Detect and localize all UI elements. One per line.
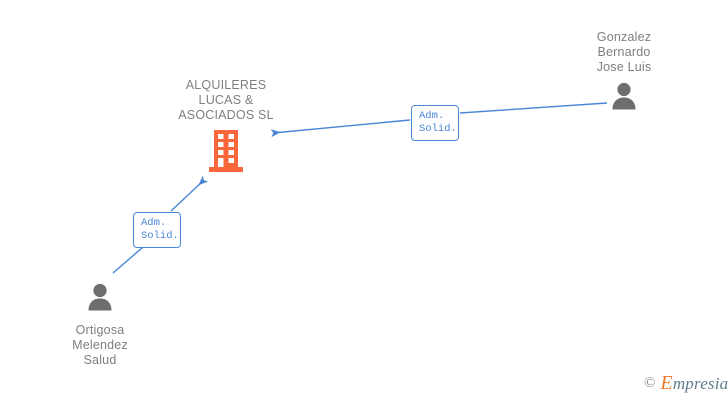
person-name-label-gonzalez: Gonzalez Bernardo Jose Luis: [596, 30, 652, 74]
brand-rest: mpresia: [672, 374, 728, 393]
person-node-ortigosa[interactable]: Ortigosa Melendez Salud: [40, 282, 160, 368]
company-name-label: ALQUILERES LUCAS & ASOCIADOS SL: [178, 78, 274, 122]
building-icon[interactable]: [160, 130, 292, 177]
copyright-icon: ©: [644, 375, 656, 391]
relation-label-gonzalez[interactable]: Adm. Solid.: [411, 105, 459, 141]
edge-label-to-company-gonzalez: [270, 119, 411, 138]
edge-label-to-company-ortigosa: [170, 175, 209, 212]
person-icon[interactable]: [40, 282, 160, 317]
relation-label-ortigosa[interactable]: Adm. Solid.: [133, 212, 181, 248]
person-icon[interactable]: [564, 81, 684, 116]
brand-initial: E: [660, 372, 673, 394]
empresia-watermark: © Empresia: [644, 372, 728, 394]
brand-wordmark: Empresia: [660, 372, 728, 394]
person-name-label-ortigosa: Ortigosa Melendez Salud: [72, 323, 128, 367]
person-node-gonzalez[interactable]: Gonzalez Bernardo Jose Luis: [564, 30, 684, 116]
company-node[interactable]: ALQUILERES LUCAS & ASOCIADOS SL: [160, 78, 292, 177]
